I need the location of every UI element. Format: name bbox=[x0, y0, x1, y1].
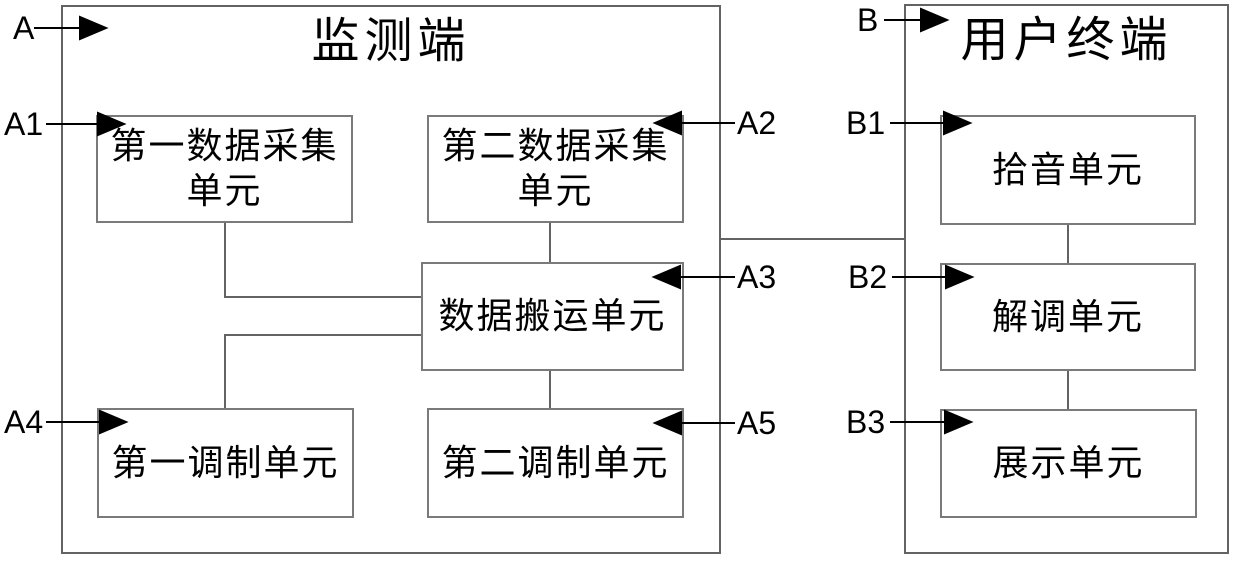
label-a4: A4 bbox=[4, 404, 44, 440]
unit-demodulation: 解调单元 bbox=[940, 263, 1196, 371]
unit-first-acquisition: 第一数据采集 单元 bbox=[96, 115, 353, 223]
unit-second-acquisition-line2: 单元 bbox=[517, 171, 594, 211]
monitor-panel-title: 监测端 bbox=[311, 15, 471, 68]
label-a2: A2 bbox=[737, 105, 777, 141]
label-a5: A5 bbox=[737, 405, 777, 441]
unit-second-acquisition-line1: 第二数据采集 bbox=[441, 126, 670, 166]
unit-second-modulation-line1: 第二调制单元 bbox=[441, 442, 670, 483]
label-a1: A1 bbox=[4, 106, 44, 142]
unit-pickup: 拾音单元 bbox=[940, 115, 1196, 225]
unit-first-modulation: 第一调制单元 bbox=[97, 408, 354, 518]
unit-demodulation-line1: 解调单元 bbox=[991, 296, 1144, 337]
label-b3: B3 bbox=[846, 404, 886, 440]
label-b1: B1 bbox=[846, 105, 886, 141]
unit-first-acquisition-line2: 单元 bbox=[186, 171, 263, 211]
unit-second-acquisition: 第二数据采集 单元 bbox=[427, 115, 684, 223]
unit-first-modulation-line1: 第一调制单元 bbox=[111, 442, 340, 483]
monitor-panel: 监测端 bbox=[61, 5, 721, 554]
unit-display-line1: 展示单元 bbox=[992, 443, 1145, 483]
unit-first-acquisition-line1: 第一数据采集 bbox=[110, 126, 339, 166]
unit-data-transfer-line1: 数据搬运单元 bbox=[438, 296, 667, 336]
terminal-panel: 用户终端 bbox=[904, 4, 1229, 554]
unit-display: 展示单元 bbox=[940, 409, 1197, 518]
unit-data-transfer: 数据搬运单元 bbox=[421, 262, 684, 371]
label-b: B bbox=[857, 2, 879, 38]
unit-pickup-line1: 拾音单元 bbox=[991, 149, 1144, 190]
terminal-panel-title: 用户终端 bbox=[960, 14, 1173, 67]
label-b2: B2 bbox=[848, 259, 888, 295]
label-a: A bbox=[13, 10, 35, 46]
unit-second-modulation: 第二调制单元 bbox=[427, 408, 684, 518]
label-a3: A3 bbox=[737, 259, 777, 295]
